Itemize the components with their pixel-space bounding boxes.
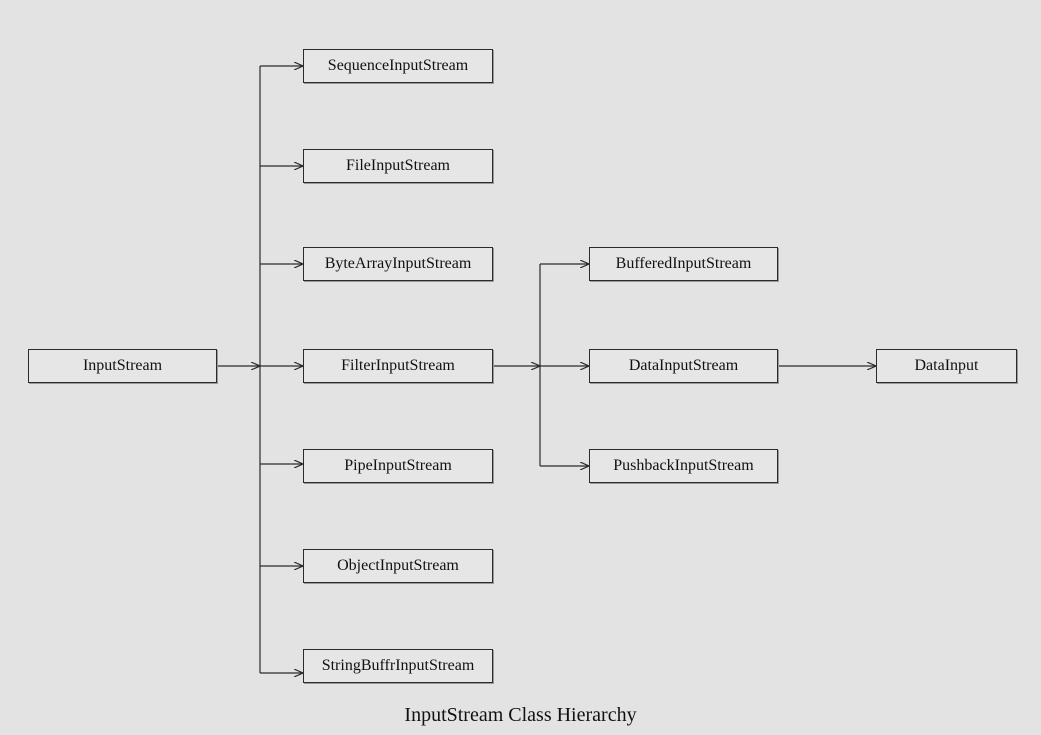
node-bufferedinputstream: BufferedInputStream — [589, 247, 778, 281]
node-datainput: DataInput — [876, 349, 1017, 383]
node-pipeinputstream: PipeInputStream — [303, 449, 493, 483]
node-inputstream: InputStream — [28, 349, 217, 383]
node-pushbackinputstream: PushbackInputStream — [589, 449, 778, 483]
node-filterinputstream: FilterInputStream — [303, 349, 493, 383]
diagram-caption: InputStream Class Hierarchy — [404, 704, 637, 726]
node-datainputstream: DataInputStream — [589, 349, 778, 383]
node-objectinputstream: ObjectInputStream — [303, 549, 493, 583]
node-bytearrayinputstream: ByteArrayInputStream — [303, 247, 493, 281]
node-sequenceinputstream: SequenceInputStream — [303, 49, 493, 83]
node-fileinputstream: FileInputStream — [303, 149, 493, 183]
node-stringbuffrinputstream: StringBuffrInputStream — [303, 649, 493, 683]
